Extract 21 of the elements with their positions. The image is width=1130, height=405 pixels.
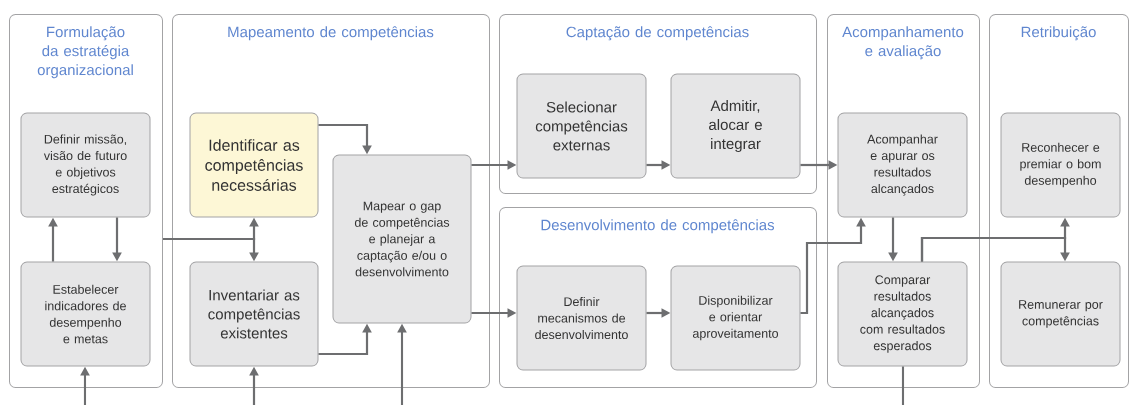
process-box: Acompanhar e apurar os resultados alcançados — [837, 112, 968, 218]
process-box: Remunerar por competências — [1000, 261, 1121, 367]
process-box: Inventariar as competências existentes — [189, 261, 319, 367]
process-box: Definir missão, visão de futuro e objetivos estratégicos — [20, 112, 151, 218]
process-box: Admitir, alocar e integrar — [670, 73, 801, 179]
process-box: Definir mecanismos de desenvolvimento — [516, 265, 647, 371]
panel-heading: Retribuição — [1021, 26, 1096, 41]
process-box: Reconhecer e premiar o bom desempenho — [1000, 112, 1121, 218]
panel-heading: Formulação da estratégia organizacional — [37, 26, 133, 79]
panel-heading: Desenvolvimento de competências — [541, 219, 775, 234]
connector-line — [901, 366, 905, 405]
panel-heading: Captação de competências — [566, 26, 749, 41]
process-box: Mapear o gap de competências e planejar a captação e/ou o desenvolvimento — [332, 154, 472, 324]
arrow — [920, 236, 1070, 262]
process-box: Estabelecer indicadores de desempenho e metas — [20, 261, 151, 367]
process-box: Identificar as competências necessárias — [189, 112, 319, 218]
panel-heading: Acompanhamento e avaliação — [842, 26, 964, 60]
process-box: Comparar resultados alcançados com resultados esperados — [837, 261, 968, 367]
process-box: Selecionar competências externas — [516, 73, 647, 179]
process-box: Disponibilizar e orientar aproveitamento — [670, 265, 801, 371]
panel-heading: Mapeamento de competências — [228, 26, 434, 41]
